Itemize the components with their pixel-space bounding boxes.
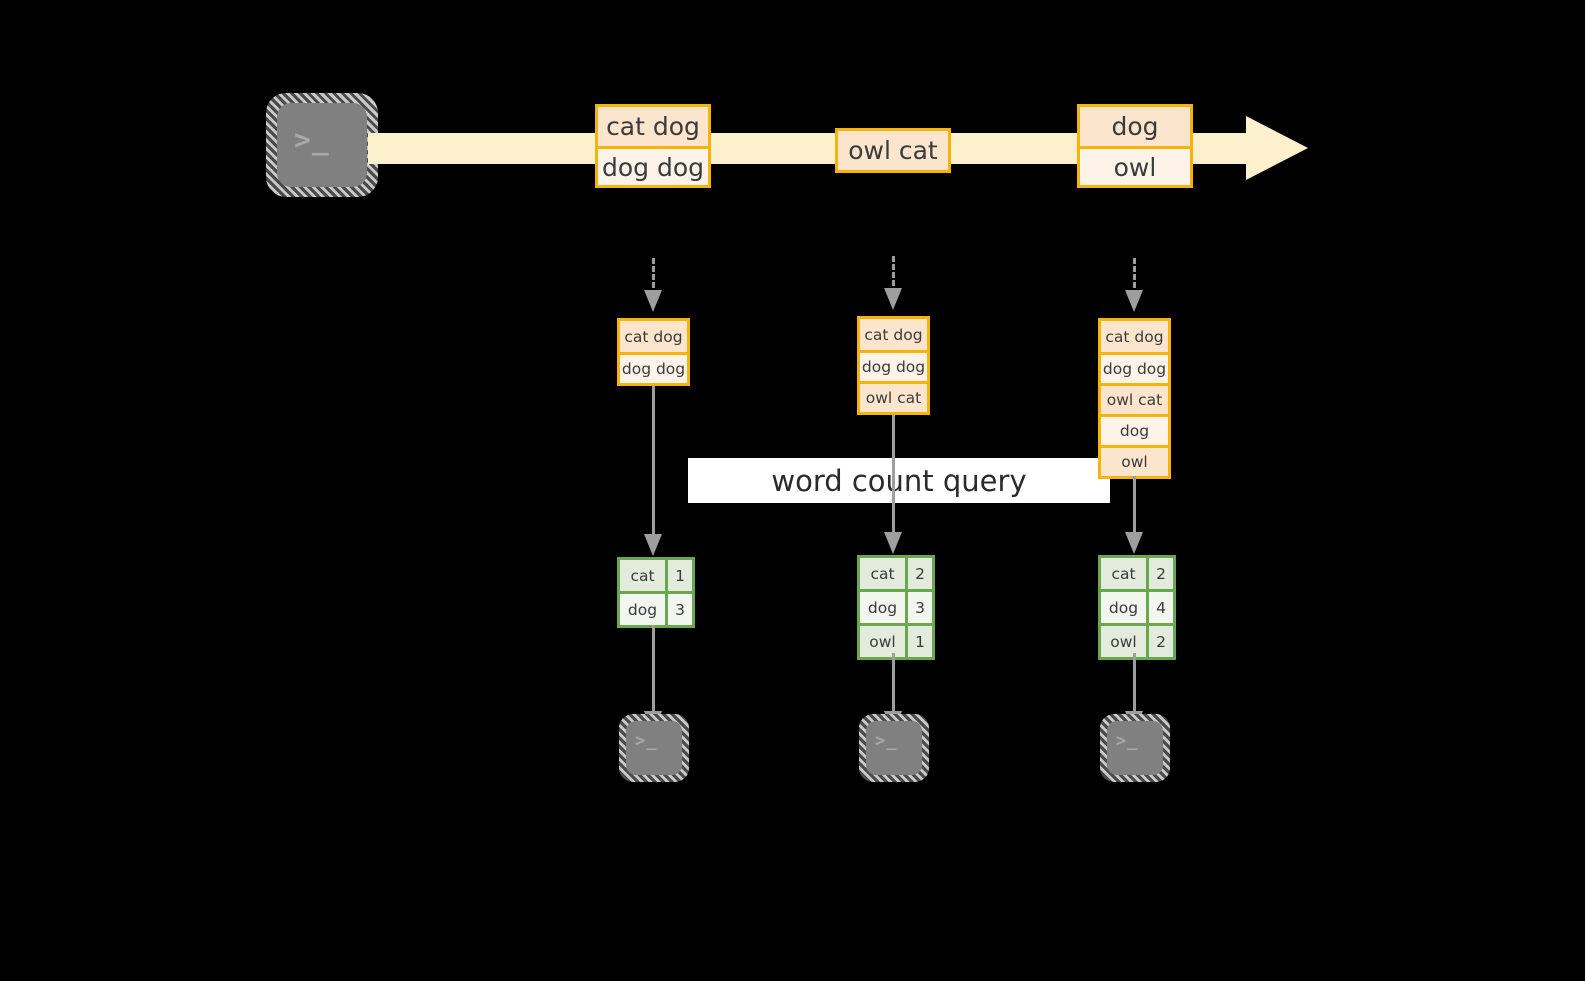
batch-row: dog dog [860,350,927,381]
sink-terminal-icon-2: >_ [859,714,929,782]
result-word: cat [1101,558,1146,589]
batch-row: owl cat [860,381,927,412]
terminal-screen [866,721,922,775]
stream-record-1: cat dog dog dog [595,104,711,188]
connector-line [891,653,895,715]
query-label-banner: word count query [688,458,1110,503]
sink-terminal-icon-1: >_ [619,714,689,782]
batch-3-box: cat dog dog dog owl cat dog owl [1098,318,1171,479]
stream-record-line: owl cat [838,131,948,170]
batch-row: owl [1101,445,1168,476]
batch-row: owl cat [1101,383,1168,414]
result-row: cat 2 [860,558,932,589]
result-row: cat 1 [620,560,692,591]
source-terminal-icon: >_ [266,93,378,197]
result-row: dog 4 [1101,589,1173,623]
stream-record-2: owl cat [835,128,951,173]
result-row: cat 2 [1101,558,1173,589]
stream-record-line: owl [1080,146,1190,185]
stream-arrow-head [1246,116,1308,180]
terminal-prompt-glyph: >_ [1116,731,1139,751]
stream-record-line: cat dog [598,107,708,146]
result-count: 1 [665,560,692,591]
result-count: 3 [665,594,692,625]
result-count: 1 [905,626,932,657]
connector-line [1132,653,1136,715]
sink-terminal-icon-3: >_ [1100,714,1170,782]
batch-row: cat dog [620,321,687,352]
result-word: cat [620,560,665,591]
stream-record-line: dog dog [598,146,708,185]
connector-line [1132,476,1136,536]
result-word: owl [1101,626,1146,657]
result-row: owl 2 [1101,623,1173,657]
terminal-screen [626,721,682,775]
batch-2-box: cat dog dog dog owl cat [857,316,930,415]
result-count: 3 [905,592,932,623]
batch-row: dog [1101,414,1168,445]
connector-arrowhead [1125,532,1143,554]
terminal-screen [277,103,367,187]
batch-row: cat dog [860,319,927,350]
result-count: 2 [905,558,932,589]
result-table-3: cat 2 dog 4 owl 2 [1098,555,1176,660]
connector-line [651,258,655,288]
result-row: dog 3 [860,589,932,623]
connector-arrowhead [1125,290,1143,312]
result-word: dog [620,594,665,625]
connector-line [1132,258,1136,288]
query-label-text: word count query [771,463,1027,498]
result-row: dog 3 [620,591,692,625]
result-count: 4 [1146,592,1173,623]
connector-arrowhead [644,290,662,312]
stream-record-3: dog owl [1077,104,1193,188]
result-count: 2 [1146,558,1173,589]
connector-arrowhead [884,532,902,554]
result-word: owl [860,626,905,657]
result-count: 2 [1146,626,1173,657]
connector-arrowhead [884,288,902,310]
terminal-screen [1107,721,1163,775]
batch-row: dog dog [1101,352,1168,383]
result-word: dog [860,592,905,623]
terminal-prompt-glyph: >_ [635,731,658,751]
result-word: cat [860,558,905,589]
terminal-prompt-glyph: >_ [875,731,898,751]
connector-line [651,625,655,715]
terminal-prompt-glyph: >_ [294,123,330,156]
result-row: owl 1 [860,623,932,657]
connector-line [891,415,895,536]
connector-line [891,256,895,286]
connector-arrowhead [644,534,662,556]
batch-1-box: cat dog dog dog [617,318,690,386]
batch-row: cat dog [1101,321,1168,352]
stream-record-line: dog [1080,107,1190,146]
batch-row: dog dog [620,352,687,383]
result-table-2: cat 2 dog 3 owl 1 [857,555,935,660]
result-table-1: cat 1 dog 3 [617,557,695,628]
connector-line [651,386,655,538]
result-word: dog [1101,592,1146,623]
